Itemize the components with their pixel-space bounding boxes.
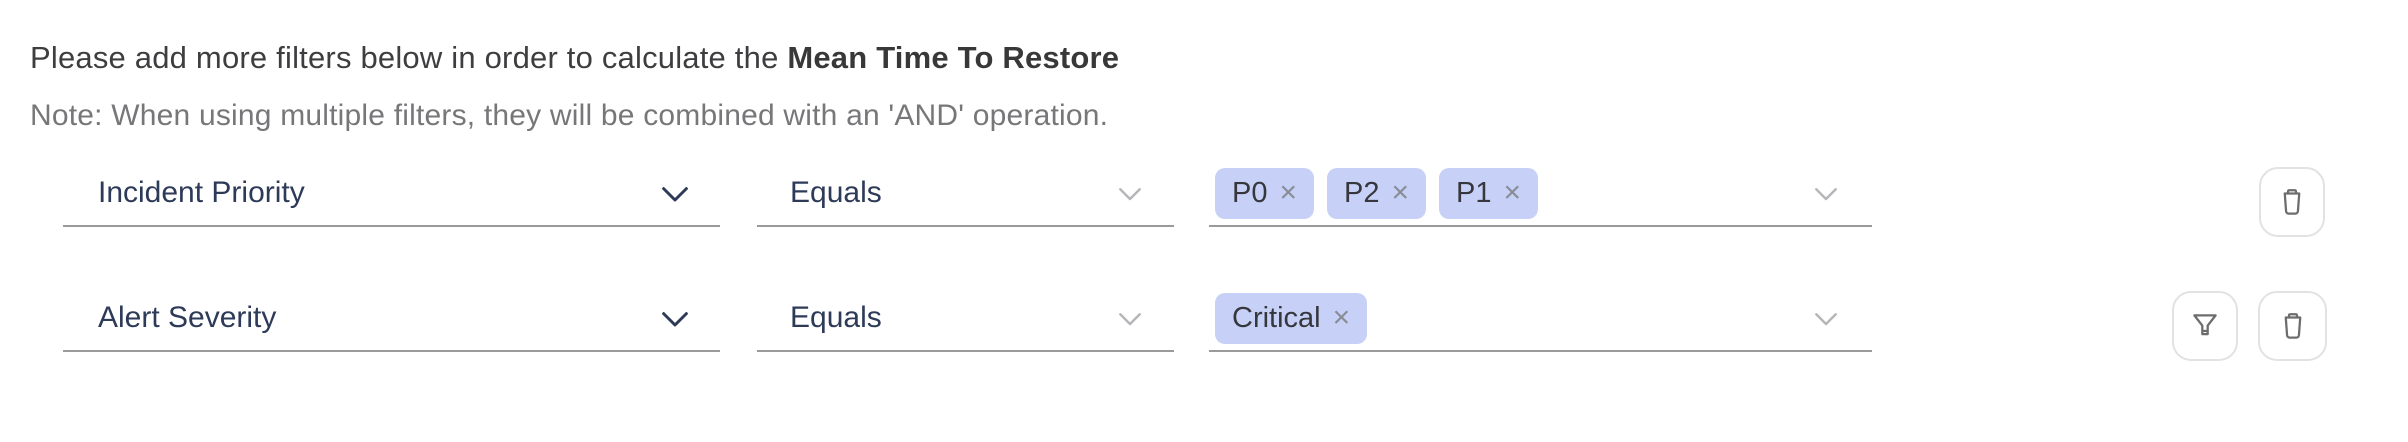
filter-button[interactable] bbox=[2172, 291, 2238, 361]
selected-values: Critical × bbox=[1215, 292, 1368, 344]
instruction-intro: Please add more filters below in order t… bbox=[30, 40, 779, 75]
instruction-text: Please add more filters below in order t… bbox=[30, 40, 1119, 76]
value-chip: Critical × bbox=[1215, 292, 1368, 344]
and-operation-note: Note: When using multiple filters, they … bbox=[30, 99, 1109, 132]
filter-funnel-icon bbox=[2193, 314, 2217, 336]
filter-row: Alert Severity Equals Critical × bbox=[0, 286, 2408, 356]
field-select[interactable]: Alert Severity bbox=[63, 286, 720, 352]
field-select-value: Incident Priority bbox=[98, 176, 305, 209]
trash-icon bbox=[2284, 313, 2301, 339]
chevron-down-icon bbox=[1119, 188, 1141, 201]
delete-filter-button[interactable] bbox=[2259, 167, 2325, 237]
chip-remove-icon[interactable]: × bbox=[1332, 301, 1351, 334]
operator-select-value: Equals bbox=[790, 176, 882, 209]
field-select[interactable]: Incident Priority bbox=[63, 161, 720, 227]
value-chip-label: P1 bbox=[1456, 176, 1492, 209]
value-chip-label: P0 bbox=[1232, 176, 1268, 209]
values-multiselect[interactable]: Critical × bbox=[1209, 286, 1872, 352]
value-chip: P2 × bbox=[1327, 167, 1427, 219]
chip-remove-icon[interactable]: × bbox=[1391, 176, 1410, 209]
chevron-down-icon bbox=[1815, 313, 1837, 326]
chip-remove-icon[interactable]: × bbox=[1279, 176, 1298, 209]
chevron-down-icon bbox=[662, 312, 688, 327]
chevron-down-icon bbox=[1119, 313, 1141, 326]
trash-icon bbox=[2283, 189, 2301, 215]
field-select-value: Alert Severity bbox=[98, 301, 277, 334]
value-chip: P1 × bbox=[1439, 167, 1539, 219]
chevron-down-icon bbox=[1815, 188, 1837, 201]
value-chip: P0 × bbox=[1215, 167, 1315, 219]
chip-remove-icon[interactable]: × bbox=[1503, 176, 1522, 209]
delete-filter-button[interactable] bbox=[2258, 291, 2327, 361]
value-chip-label: P2 bbox=[1344, 176, 1380, 209]
selected-values: P0 × P2 × P1 × bbox=[1215, 167, 1539, 219]
metric-name: Mean Time To Restore bbox=[787, 40, 1120, 75]
operator-select[interactable]: Equals bbox=[757, 161, 1174, 227]
values-multiselect[interactable]: P0 × P2 × P1 × bbox=[1209, 161, 1872, 227]
filter-row: Incident Priority Equals P0 × P2 × bbox=[0, 161, 2408, 231]
operator-select-value: Equals bbox=[790, 301, 882, 334]
chevron-down-icon bbox=[662, 187, 688, 202]
operator-select[interactable]: Equals bbox=[757, 286, 1174, 352]
value-chip-label: Critical bbox=[1232, 301, 1321, 334]
